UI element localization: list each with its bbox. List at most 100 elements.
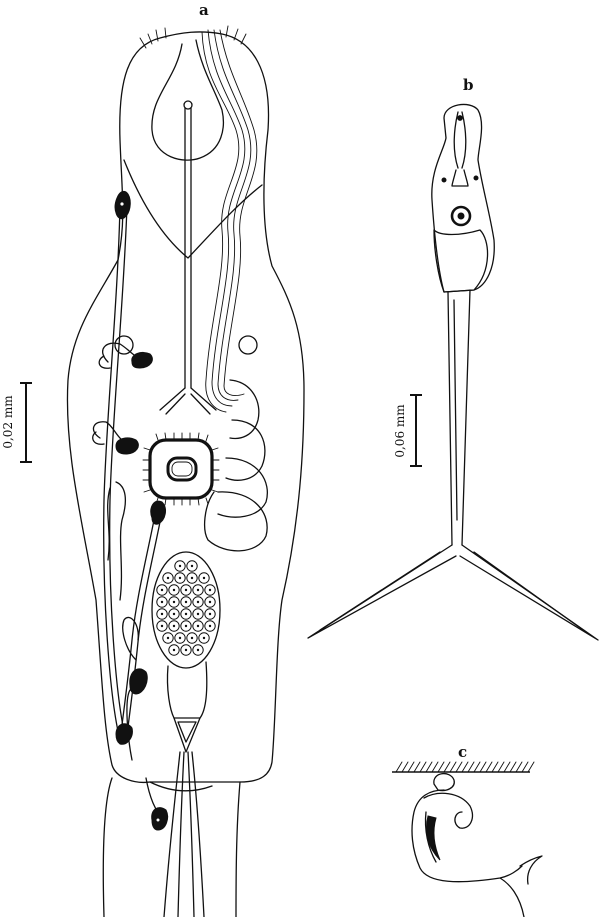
egg-nucleus: [190, 564, 194, 568]
egg-nucleus: [160, 600, 164, 604]
apical-ducts: [201, 29, 258, 413]
gland-7[interactable]: [151, 807, 169, 831]
egg-nucleus: [190, 636, 194, 640]
egg-nucleus: [196, 588, 200, 592]
stacked-lobes: [203, 379, 268, 552]
gut-lines: [166, 661, 208, 719]
egg: [186, 632, 198, 644]
egg-nucleus: [190, 576, 194, 580]
egg: [204, 596, 216, 608]
lateral-organ-right: [238, 335, 258, 355]
scale-bar-a: [20, 382, 32, 463]
egg: [156, 620, 168, 632]
substrate-hatch: [443, 761, 451, 773]
attachment-disc: [433, 773, 455, 792]
egg-nucleus: [202, 576, 206, 580]
egg-nucleus: [160, 612, 164, 616]
gland-6[interactable]: [115, 723, 133, 745]
scale-bar-b-label: 0,06 mm: [393, 404, 407, 458]
stylet-dot-right: [473, 175, 479, 181]
panel-a-drawing: a: [1, 1, 305, 917]
egg-nucleus: [172, 624, 176, 628]
egg: [192, 644, 204, 656]
egg-nucleus: [160, 624, 164, 628]
egg: [168, 584, 180, 596]
gland-5[interactable]: [129, 668, 148, 695]
egg-mass: [151, 551, 221, 669]
stylet-tip-dot: [457, 115, 463, 121]
egg: [204, 620, 216, 632]
egg: [162, 632, 174, 644]
egg: [192, 584, 204, 596]
stylet-dot-left: [441, 177, 447, 183]
gland-2[interactable]: [131, 351, 153, 369]
left-lateral-tube: [103, 204, 128, 741]
scale-bar-b: [410, 394, 422, 467]
central-stylet: [159, 107, 217, 415]
substrate-hatch: [497, 761, 505, 773]
panel-c-drawing: c: [392, 743, 543, 917]
egg: [180, 608, 192, 620]
gland-4[interactable]: [150, 500, 166, 525]
egg-nucleus: [178, 564, 182, 568]
egg-nucleus: [178, 576, 182, 580]
substrate-hatch: [485, 761, 493, 773]
stylet-ring: [450, 205, 472, 227]
egg: [186, 560, 198, 572]
substrate-hatch: [467, 761, 475, 773]
egg-nucleus: [184, 600, 188, 604]
egg: [156, 584, 168, 596]
egg-nucleus: [172, 612, 176, 616]
egg: [174, 560, 186, 572]
cloaca: [163, 717, 205, 917]
hook-solid: [426, 815, 441, 861]
substrate-hatch: [395, 761, 403, 773]
head-contour: [123, 159, 263, 259]
stylet-shaft: [447, 289, 471, 546]
egg-nucleus: [196, 600, 200, 604]
gland-7-pore: [156, 818, 160, 822]
hook-tube: [122, 616, 139, 761]
gland-3[interactable]: [115, 437, 139, 455]
substrate-hatch: [515, 761, 523, 773]
lower-ducts: [119, 519, 161, 743]
egg: [162, 572, 174, 584]
substrate-hatch: [431, 761, 439, 773]
substrate-hatch: [527, 761, 535, 773]
egg: [174, 632, 186, 644]
substrate-hatch: [521, 761, 529, 773]
substrate-hatch: [455, 761, 463, 773]
substrate-hatch: [449, 761, 457, 773]
lower-left-tube: [107, 481, 127, 601]
egg-nucleus: [172, 600, 176, 604]
hook-body: [411, 789, 523, 883]
egg: [180, 644, 192, 656]
stylet-head-base: [433, 229, 489, 293]
egg-nucleus: [196, 624, 200, 628]
hook-tail: [499, 855, 543, 917]
mouth-ring: [148, 438, 214, 500]
substrate-hatch: [401, 761, 409, 773]
substrate-hatch: [509, 761, 517, 773]
egg: [198, 572, 210, 584]
panel-c-label: c: [458, 743, 467, 761]
egg: [192, 596, 204, 608]
egg-nucleus: [184, 648, 188, 652]
gland-1-pore: [120, 202, 124, 206]
egg: [168, 596, 180, 608]
egg-nucleus: [184, 588, 188, 592]
egg-nucleus: [172, 648, 176, 652]
egg: [156, 608, 168, 620]
substrate-hatch: [437, 761, 445, 773]
substrate-hatch: [419, 761, 427, 773]
egg-nucleus: [202, 636, 206, 640]
body-outline: [66, 31, 305, 784]
egg: [168, 644, 180, 656]
egg: [198, 632, 210, 644]
egg-nucleus: [184, 612, 188, 616]
substrate-hatch: [413, 761, 421, 773]
substrate-hatch: [407, 761, 415, 773]
egg-nucleus: [208, 612, 212, 616]
panel-b-drawing: b 0,06 mm: [307, 76, 599, 641]
egg-nucleus: [184, 624, 188, 628]
